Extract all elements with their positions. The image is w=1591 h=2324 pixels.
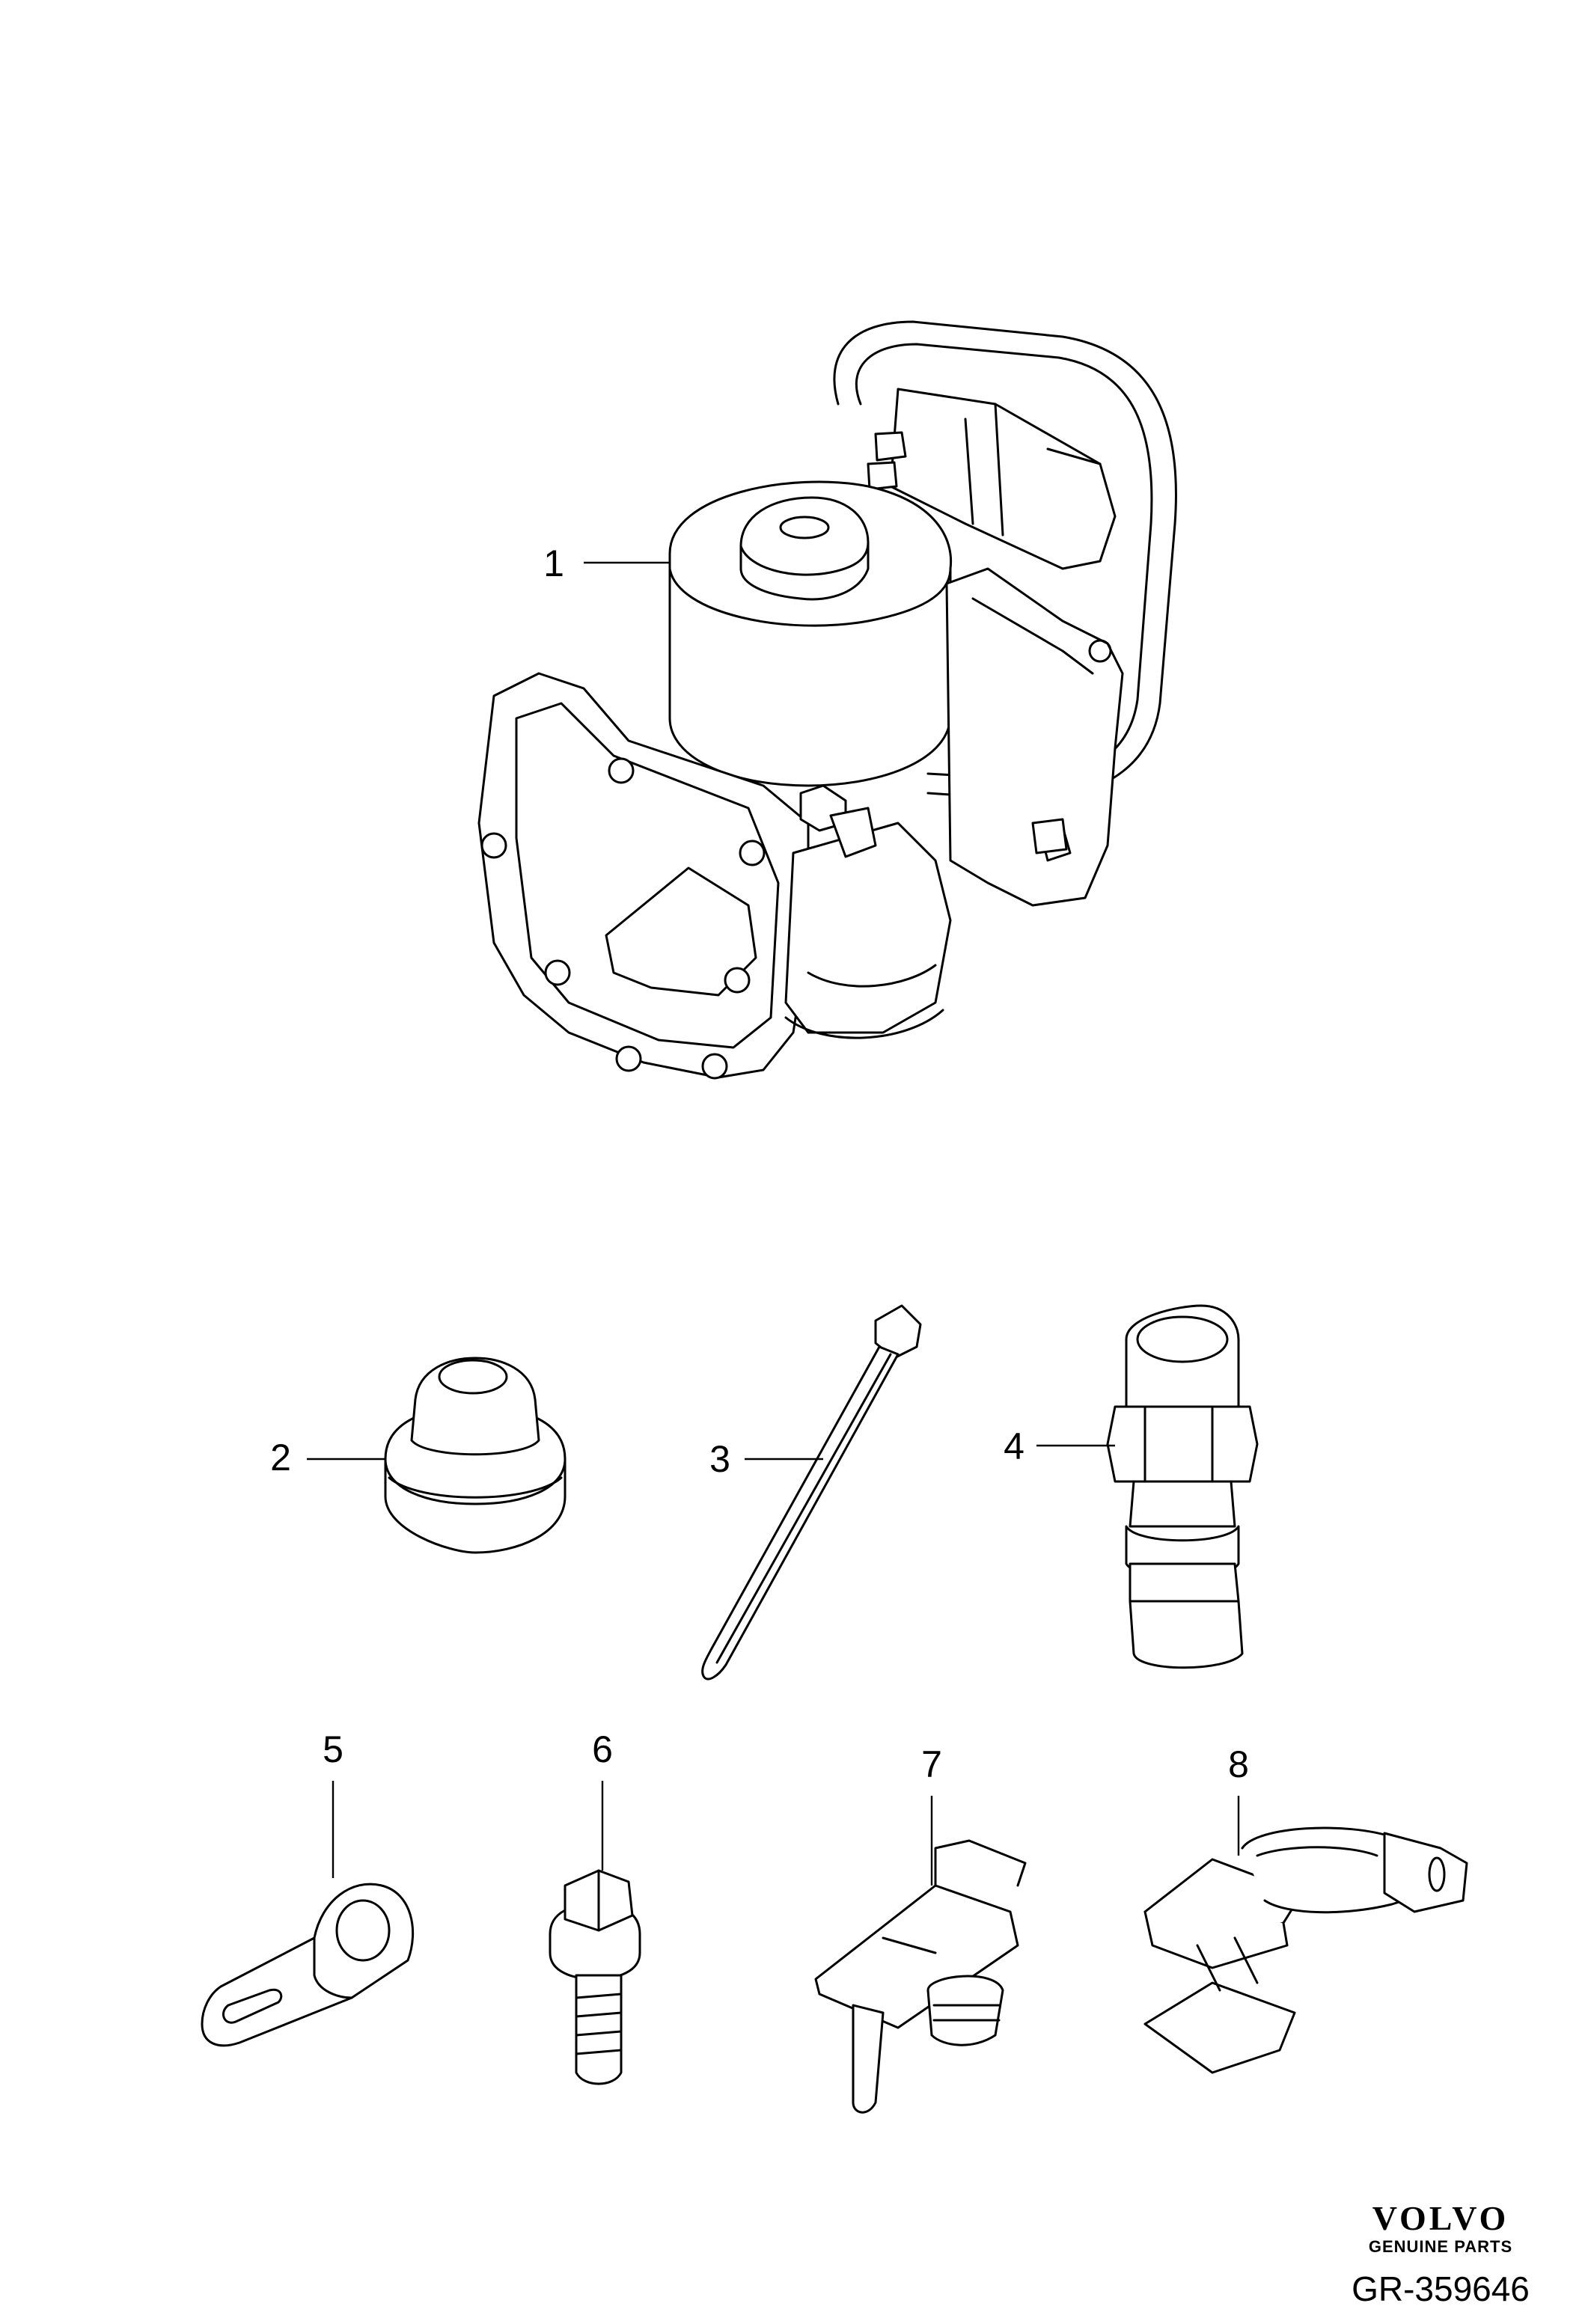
part-3-cable-tie (701, 1304, 922, 1681)
callout-1: 1 (543, 542, 564, 584)
volvo-logo: VOLVO (1372, 2199, 1509, 2237)
callout-3: 3 (709, 1438, 730, 1480)
callout-5: 5 (323, 1728, 343, 1770)
callout-6: 6 (592, 1728, 613, 1770)
drawing-number: GR-359646 (1352, 2269, 1530, 2308)
part-6-flange-bolt (549, 1869, 641, 2085)
callout-7: 7 (921, 1743, 942, 1785)
genuine-parts-label: GENUINE PARTS (1369, 2237, 1512, 2256)
part-1-vacuum-pump (477, 320, 1177, 1080)
part-5-p-clip (201, 1883, 414, 2047)
part-8-clamp-holder (1143, 1826, 1468, 2074)
part-7-push-clip (814, 1839, 1027, 2114)
callout-4: 4 (1004, 1425, 1024, 1467)
part-4-hose-connector (1106, 1304, 1259, 1669)
part-2-grommet (384, 1357, 567, 1554)
callout-8: 8 (1228, 1743, 1249, 1785)
callout-2: 2 (270, 1437, 291, 1479)
